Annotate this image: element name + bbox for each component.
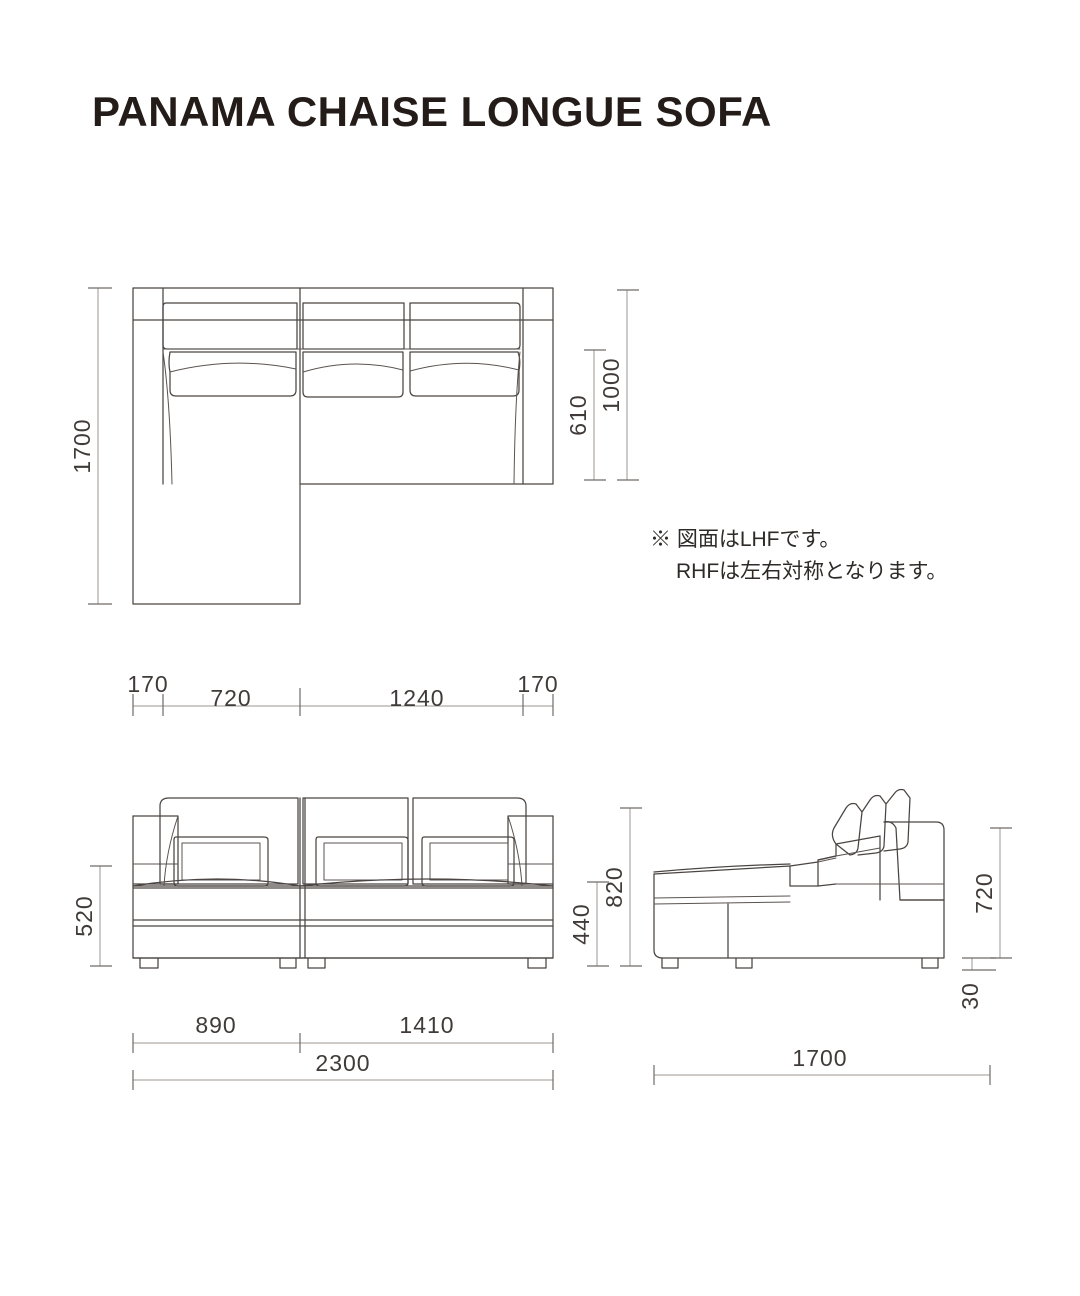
drawing-note: ※ 図面はLHFです。 RHFは左右対称となります。 — [650, 524, 947, 588]
dim-front-back-height: 820 — [601, 866, 627, 907]
top-view-geometry — [132, 287, 554, 605]
dim-plan-arm-right: 170 — [517, 671, 558, 697]
dim-plan-chaise-width: 720 — [210, 685, 251, 711]
top-view-dimensions: 1700 1000 610 170 720 1240 170 — [69, 287, 639, 716]
dim-top-back-depth: 1000 — [598, 357, 624, 412]
dim-top-overall-depth: 1700 — [69, 418, 95, 473]
side-view-geometry — [653, 788, 945, 969]
dim-side-leg-height: 30 — [957, 982, 983, 1010]
note-line-1: ※ 図面はLHFです。 — [650, 528, 841, 551]
note-line-2: RHFは左右対称となります。 — [676, 560, 948, 583]
dim-front-sofa-length: 1410 — [399, 1012, 454, 1038]
front-view-dimensions: 520 820 440 890 1410 2300 — [71, 807, 642, 1090]
dim-plan-seat-width: 1240 — [389, 685, 444, 711]
dim-top-seat-depth: 610 — [565, 394, 591, 435]
dim-front-seat-height: 440 — [568, 903, 594, 944]
dim-front-arm-height: 520 — [71, 895, 97, 936]
side-view-dimensions: 720 30 1700 — [653, 827, 1012, 1085]
dim-side-overall-depth: 1700 — [792, 1045, 847, 1071]
dim-front-chaise-length: 890 — [195, 1012, 236, 1038]
page-title: PANAMA CHAISE LONGUE SOFA — [92, 88, 772, 135]
front-view-geometry — [132, 797, 554, 969]
dim-plan-arm-left: 170 — [127, 671, 168, 697]
dim-front-overall-width: 2300 — [315, 1050, 370, 1076]
dim-side-back-height: 720 — [971, 872, 997, 913]
